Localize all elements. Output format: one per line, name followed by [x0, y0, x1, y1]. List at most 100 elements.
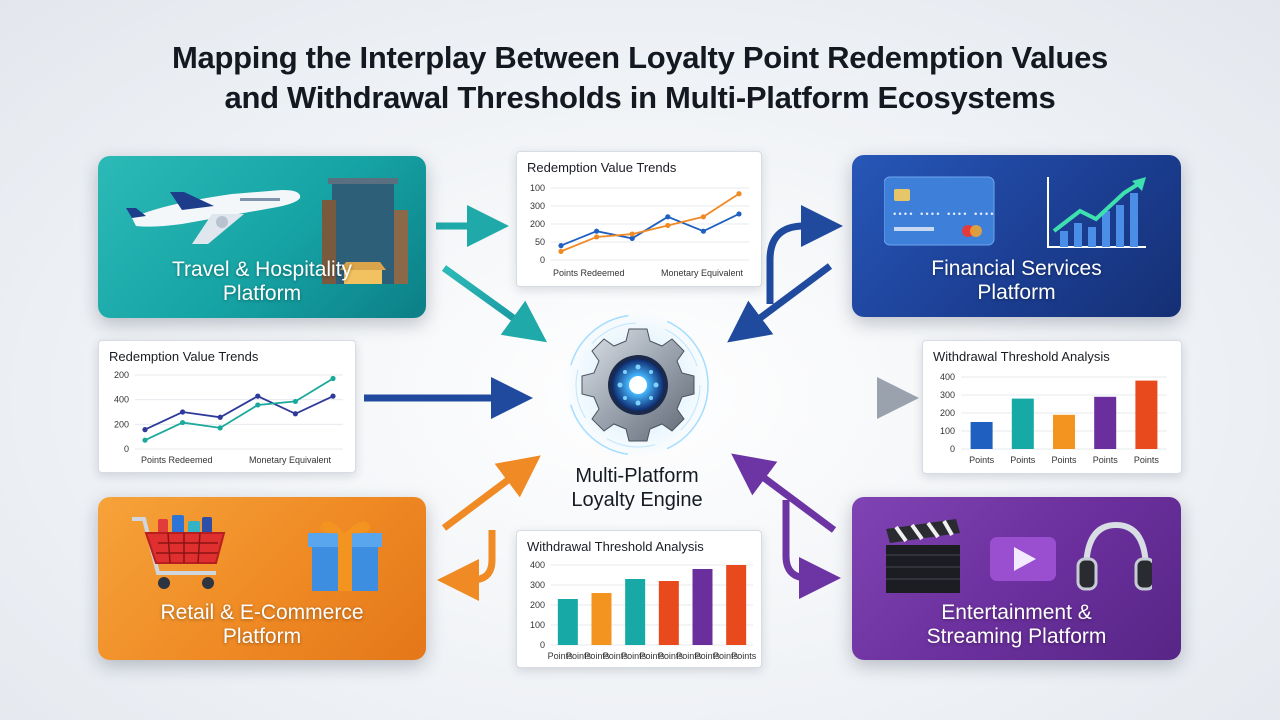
retail-label-line-1: Retail & E-Commerce — [160, 601, 364, 624]
x-tick-label: Points — [676, 651, 702, 661]
y-tick-label: 200 — [940, 408, 955, 418]
travel-illustration — [126, 178, 408, 284]
y-tick-label: 0 — [540, 640, 545, 650]
data-point — [142, 427, 148, 433]
y-tick-label: 400 — [940, 372, 955, 382]
data-point — [217, 425, 223, 431]
series-line — [144, 395, 334, 431]
travel-label-line-2: Platform — [222, 282, 302, 305]
x-tick-label: Points — [713, 651, 739, 661]
y-tick-label: 100 — [530, 183, 545, 193]
arrow-ent-to-engine — [731, 453, 837, 533]
data-point — [330, 393, 336, 399]
data-point — [558, 248, 564, 254]
legend-label: Monetary Equivalent — [661, 268, 744, 278]
y-tick-label: 100 — [940, 426, 955, 436]
legend-label: Points Redeemed — [553, 268, 625, 278]
arrow-engine-to-retail — [437, 530, 496, 601]
y-tick-label: 0 — [124, 444, 129, 454]
x-tick-label: Points — [1093, 455, 1119, 465]
bar — [726, 565, 747, 645]
y-tick-label: 50 — [535, 237, 545, 247]
data-point — [700, 214, 706, 220]
series-line — [560, 213, 740, 247]
x-tick-label: Points — [548, 651, 574, 661]
retail-platform-card[interactable]: Retail & E-Commerce Platform — [98, 497, 426, 660]
data-point — [700, 228, 706, 234]
bar — [1094, 396, 1117, 449]
data-point — [330, 375, 336, 382]
data-point — [217, 414, 223, 420]
y-tick-label: 400 — [114, 395, 129, 405]
y-tick-label: 0 — [540, 255, 545, 265]
series-line — [144, 377, 334, 442]
chart-title: Withdrawal Threshold Analysis — [527, 539, 704, 554]
y-tick-label: 200 — [114, 370, 129, 380]
withdrawal-bar-chart-bottom: 0100200300400PointsPointsPointsPointsPoi… — [530, 560, 757, 661]
bar — [1011, 398, 1034, 449]
finance-platform-card[interactable]: •••• •••• •••• •••• Financial Services P… — [852, 155, 1181, 317]
data-point — [180, 409, 186, 415]
data-point — [180, 419, 186, 426]
entertainment-illustration — [886, 519, 1152, 593]
data-point — [736, 211, 742, 217]
headphones-icon — [1076, 521, 1152, 591]
x-tick-label: Points — [584, 651, 610, 661]
play-icon — [990, 537, 1056, 581]
travel-label-line-1: Travel & Hospitality — [171, 258, 353, 281]
bar — [1135, 380, 1158, 449]
data-point — [629, 235, 635, 241]
retail-illustration — [132, 515, 382, 591]
bar — [625, 579, 646, 645]
x-tick-label: Points — [731, 651, 757, 661]
hotel-icon — [322, 178, 408, 284]
gift-box-icon — [308, 521, 382, 591]
series-line — [560, 193, 740, 253]
chart-title: Withdrawal Threshold Analysis — [933, 349, 1110, 364]
arrow-to-finance — [766, 205, 843, 304]
bar — [658, 581, 679, 645]
shopping-cart-icon — [132, 515, 226, 589]
y-tick-label: 400 — [530, 560, 545, 570]
chart-panel-withdrawal-right: Withdrawal Threshold Analysis 0 100 200 300… — [922, 340, 1182, 474]
credit-card-icon: •••• •••• •••• •••• — [884, 176, 995, 246]
data-point — [142, 437, 148, 443]
data-point — [255, 393, 261, 399]
data-point — [558, 243, 564, 249]
engine-label: Multi-Platform Loyalty Engine — [532, 464, 742, 512]
title-line-2: and Withdrawal Thresholds in Multi-Platf… — [224, 80, 1056, 115]
y-tick-label: 300 — [530, 580, 545, 590]
rising-chart-icon — [1047, 177, 1146, 248]
y-tick-label: 100 — [530, 620, 545, 630]
finance-illustration: •••• •••• •••• •••• — [884, 176, 1146, 248]
arrow-retail-to-engine — [441, 455, 541, 531]
entertainment-platform-card[interactable]: Entertainment & Streaming Platform — [852, 497, 1181, 660]
y-tick-label: 200 — [114, 419, 129, 429]
retail-label-line-2: Platform — [222, 625, 302, 648]
finance-label-line-1: Financial Services — [931, 257, 1102, 280]
bar — [557, 599, 578, 645]
bar — [1053, 414, 1075, 449]
y-tick-label: 300 — [940, 390, 955, 400]
clapperboard-icon — [886, 519, 960, 593]
data-point — [292, 398, 298, 405]
gear-icon[interactable] — [548, 310, 728, 460]
travel-platform-card[interactable]: Travel & Hospitality Platform — [98, 156, 426, 318]
bar — [591, 593, 612, 645]
bar — [692, 569, 713, 645]
y-tick-label: 300 — [530, 201, 545, 211]
y-tick-label: 0 — [950, 444, 955, 454]
card-number: •••• •••• •••• •••• — [892, 210, 995, 220]
data-point — [736, 191, 742, 197]
x-tick-label: Points — [969, 455, 995, 465]
legend-label: Points Redeemed — [141, 455, 213, 465]
engine-label-line-2: Loyalty Engine — [571, 489, 703, 511]
data-point — [665, 222, 671, 229]
